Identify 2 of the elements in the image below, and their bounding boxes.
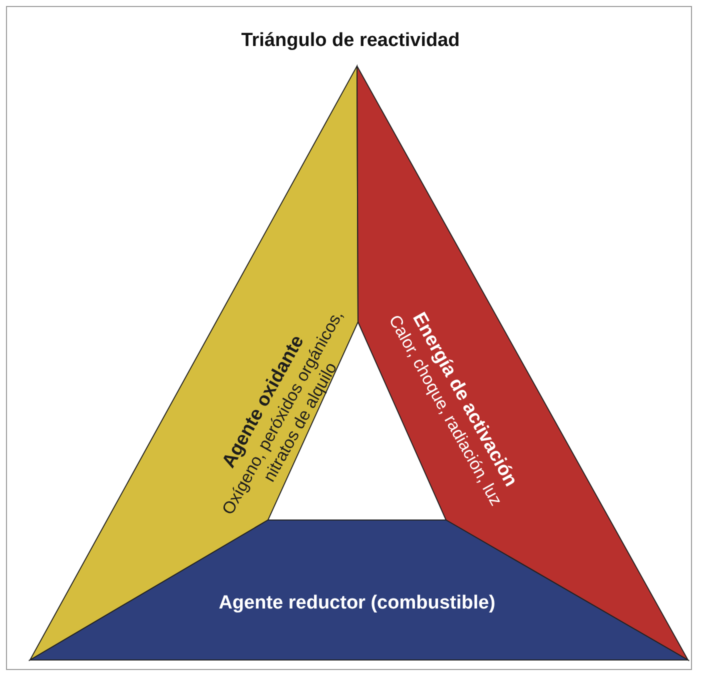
diagram-title: Triángulo de reactividad bbox=[240, 30, 461, 52]
panel-heading: Agente reductor (combustible) bbox=[218, 592, 496, 616]
